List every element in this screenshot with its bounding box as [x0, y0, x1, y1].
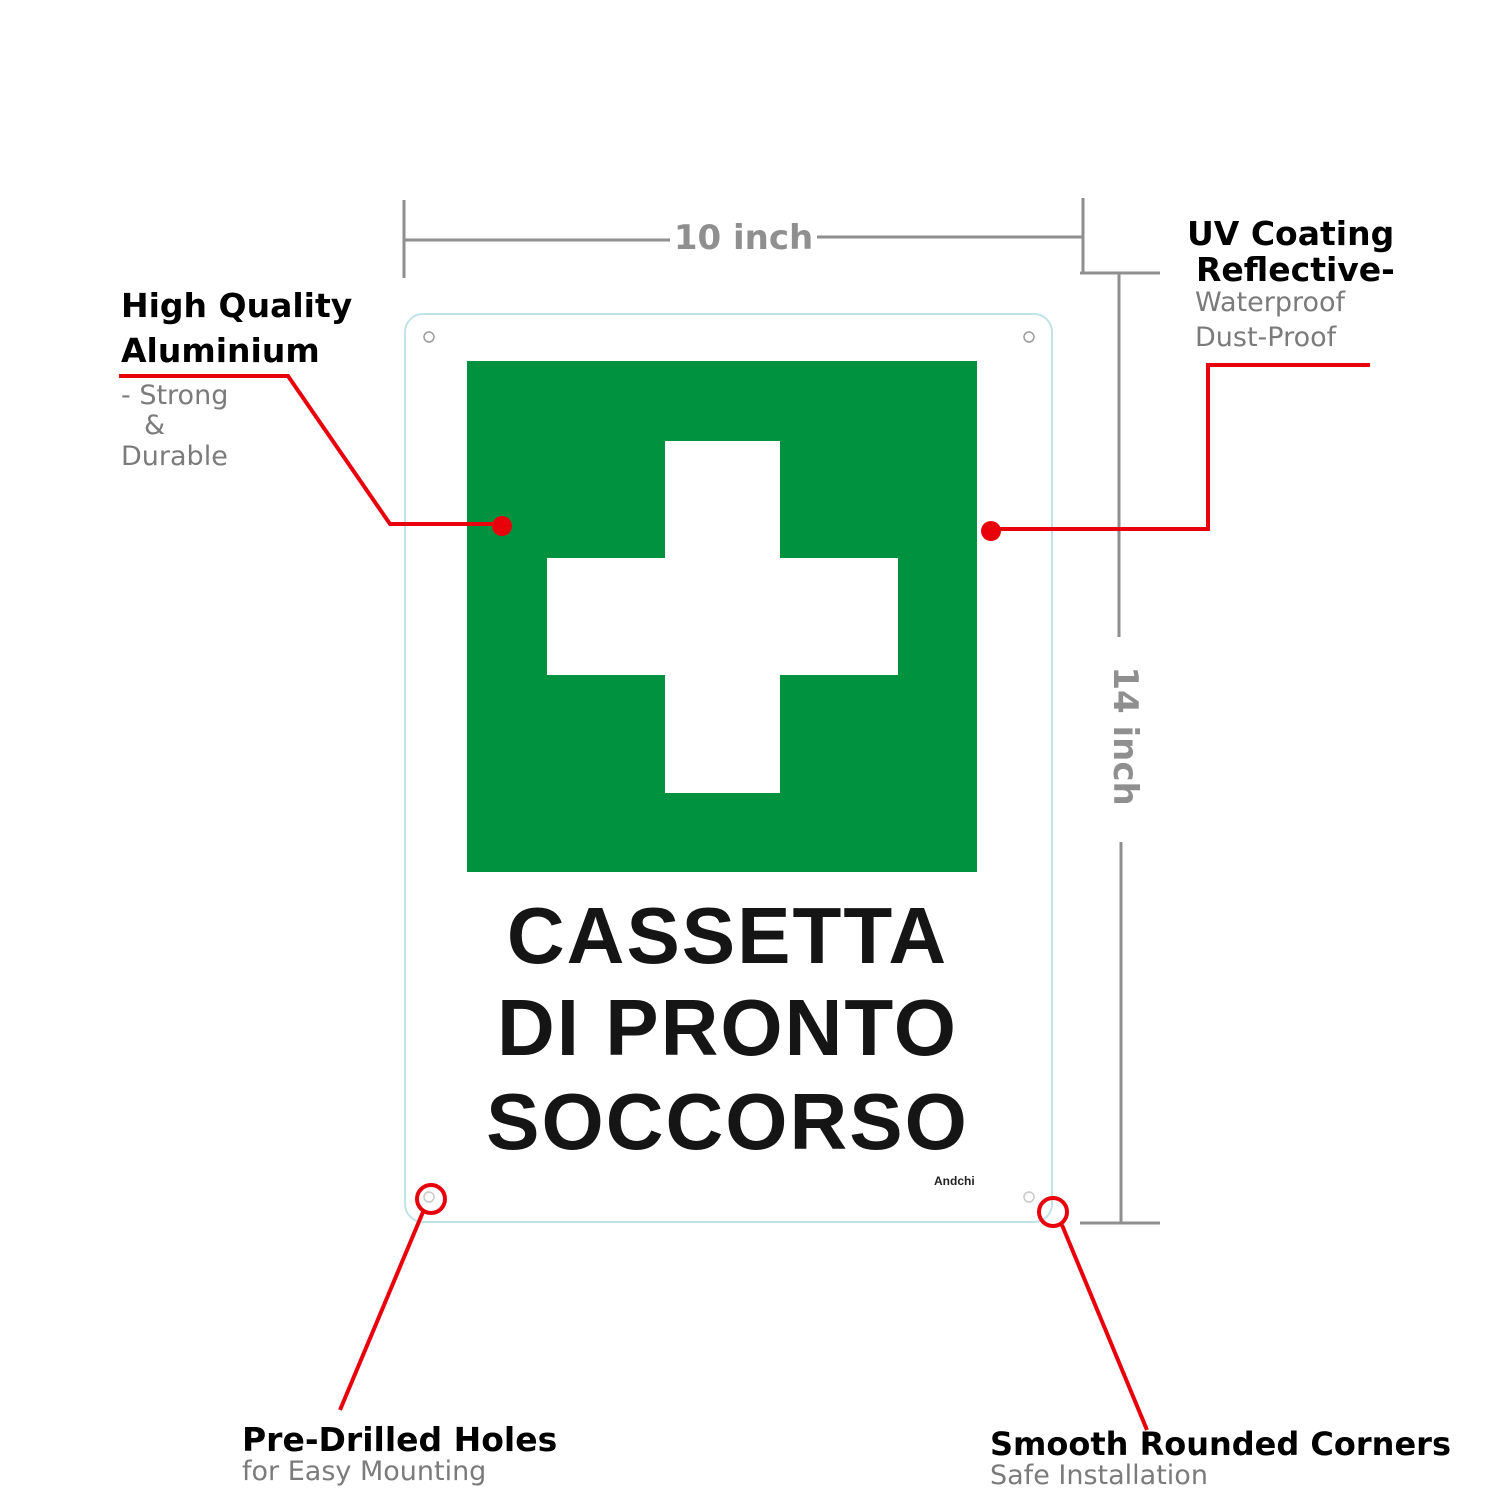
material-callout-dot	[492, 516, 512, 536]
corners-subtitle: Safe Installation	[990, 1460, 1208, 1491]
material-sub-line-2: &	[144, 410, 166, 441]
coating-title-line-2: Reflective-	[1196, 250, 1395, 289]
corners-title: Smooth Rounded Corners	[990, 1425, 1451, 1463]
coating-title-line-1: UV Coating	[1187, 214, 1395, 253]
holes-subtitle: for Easy Mounting	[242, 1456, 487, 1487]
height-dimension-line	[1080, 271, 1160, 1225]
width-dimension-line	[402, 198, 1085, 278]
brand-mark: Andchi	[934, 1174, 975, 1188]
coating-callout-line	[992, 363, 1370, 531]
width-label: 10 inch	[673, 218, 814, 258]
coating-sub-line-1: Waterproof	[1195, 287, 1346, 318]
sign-text-line-2: DI PRONTO	[496, 983, 958, 1072]
material-sub-line-3: Durable	[121, 441, 228, 472]
holes-callout-ring	[415, 1183, 447, 1215]
mounting-hole-top-left	[423, 331, 435, 343]
holes-callout-line	[338, 1211, 425, 1411]
material-sub-line-1: - Strong	[121, 380, 229, 411]
height-label: 14 inch	[1105, 666, 1145, 806]
corners-callout-line	[1060, 1224, 1149, 1431]
sign-text-line-1: CASSETTA	[506, 891, 949, 980]
sign-text-line-3: SOCCORSO	[486, 1077, 969, 1166]
material-callout-line	[119, 374, 502, 526]
first-aid-cross-icon	[547, 441, 898, 793]
coating-sub-line-2: Dust-Proof	[1195, 322, 1337, 353]
mounting-hole-bottom-left	[423, 1191, 435, 1203]
corners-callout-ring	[1037, 1196, 1069, 1228]
holes-title: Pre-Drilled Holes	[242, 1420, 558, 1459]
mounting-hole-bottom-right	[1023, 1191, 1035, 1203]
material-title-line-1: High Quality	[121, 286, 353, 325]
material-title-line-2: Aluminium	[121, 331, 320, 370]
mounting-hole-top-right	[1023, 331, 1035, 343]
coating-callout-dot	[981, 521, 1001, 541]
